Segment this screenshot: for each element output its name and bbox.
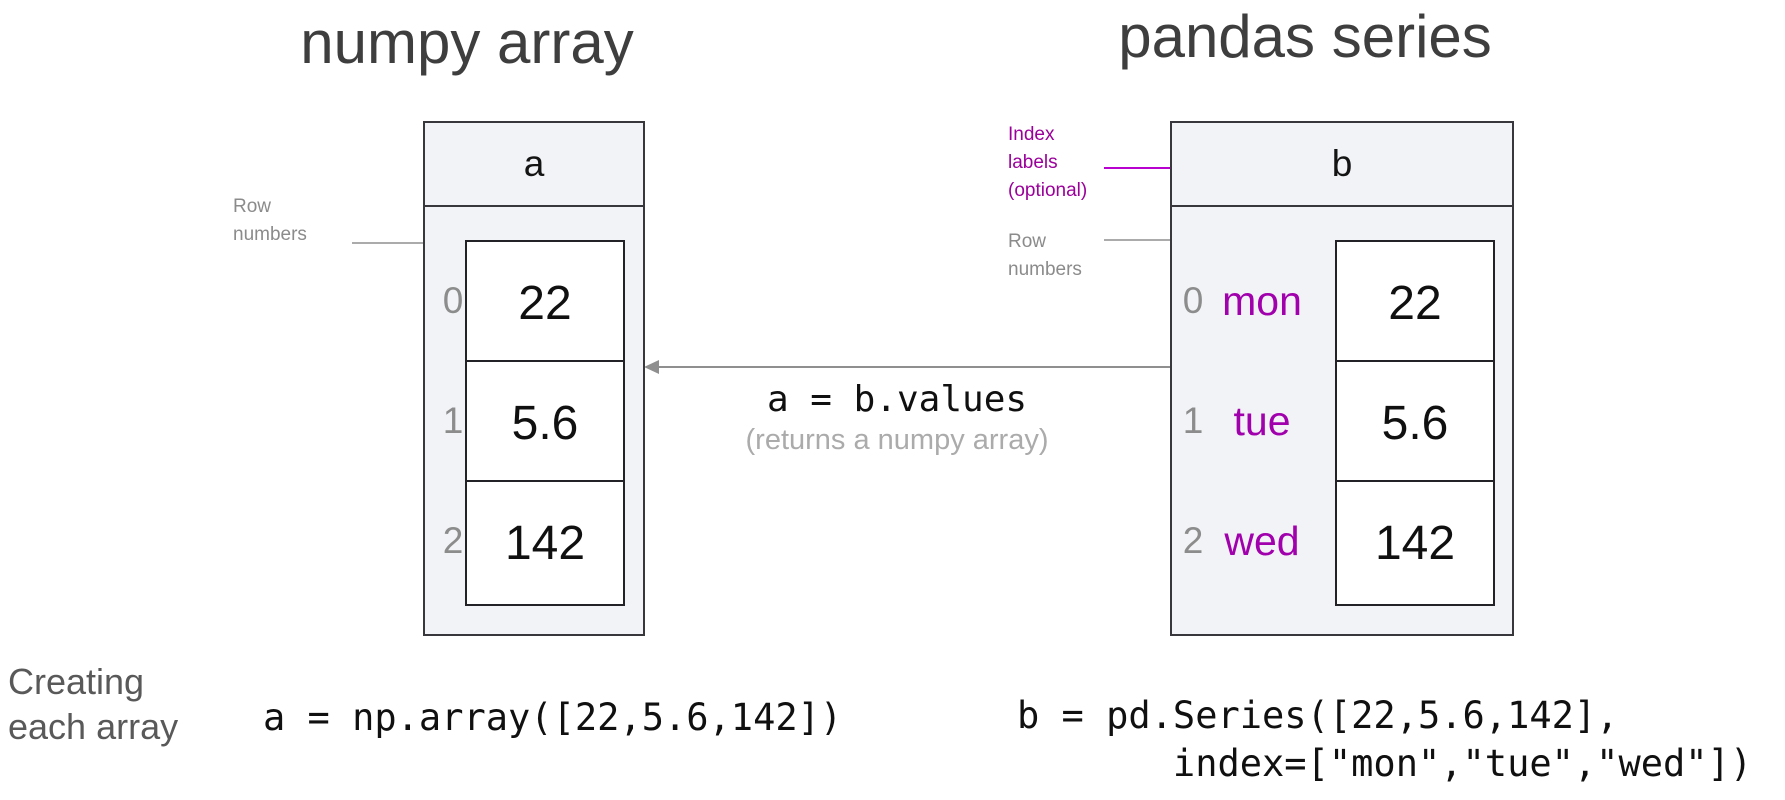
series-b-header: b	[1172, 123, 1512, 207]
numpy-creation-code: a = np.array([22,5.6,142])	[263, 696, 843, 739]
numpy-array-box: a 0 1 2 22 5.6 142	[423, 121, 645, 636]
array-cell: 142	[465, 480, 625, 606]
row-numbers-note-right: Row numbers	[1008, 231, 1082, 280]
creating-each-array-label: Creating each array	[8, 661, 179, 747]
row-number: 0	[1182, 280, 1204, 321]
conversion-annotation: a = b.values (returns a numpy array)	[672, 379, 1122, 457]
values-note: (returns a numpy array)	[745, 424, 1049, 456]
index-label: tue	[1233, 397, 1291, 444]
row-number: 1	[442, 400, 464, 441]
series-b-label: b	[1331, 143, 1353, 184]
array-a-header: a	[425, 123, 643, 207]
row-number: 2	[442, 520, 464, 561]
index-labels-note: Index labels (optional)	[1008, 124, 1088, 201]
array-cell: 22	[465, 240, 625, 366]
index-label: wed	[1224, 517, 1300, 564]
array-cell: 5.6	[1335, 360, 1495, 486]
row-number: 0	[442, 280, 464, 321]
array-cell: 22	[1335, 240, 1495, 366]
row-number: 1	[1182, 400, 1204, 441]
values-code: a = b.values	[766, 379, 1028, 420]
pandas-series-title: pandas series	[1118, 3, 1492, 70]
values-arrow	[644, 360, 1170, 374]
array-cell: 142	[1335, 480, 1495, 606]
array-a-label: a	[523, 143, 545, 184]
numpy-array-title: numpy array	[300, 9, 634, 76]
row-number: 2	[1182, 520, 1204, 561]
index-label: mon	[1222, 277, 1302, 324]
row-numbers-note-left: Row numbers	[233, 196, 307, 245]
array-cell: 5.6	[465, 360, 625, 486]
pandas-creation-code: b = pd.Series([22,5.6,142], index=["mon"…	[1017, 694, 1753, 785]
pandas-series-box: b 0 1 2 mon tue wed 22 5.6 142	[1170, 121, 1514, 636]
